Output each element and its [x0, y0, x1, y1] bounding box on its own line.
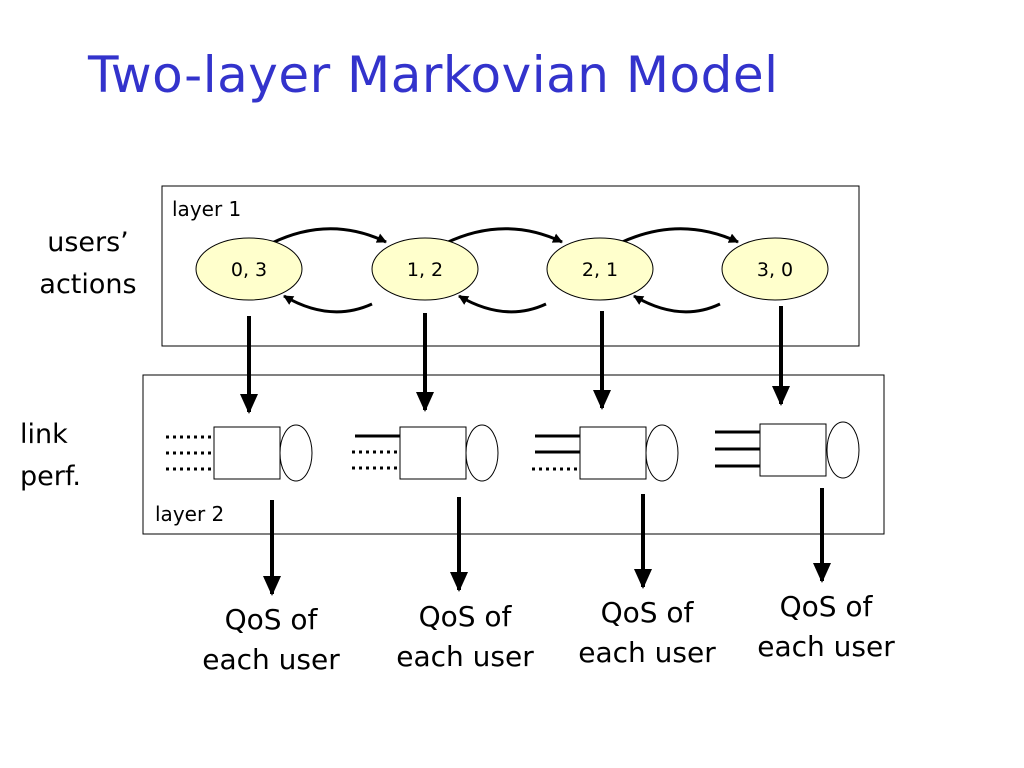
qos-output-line-1: QoS of [779, 590, 873, 623]
transition-arc-2-3 [619, 227, 739, 245]
qos-output-line-2: each user [757, 630, 895, 663]
transition-arc-2-1 [458, 294, 547, 314]
qos-output-0: QoS of each user [186, 600, 356, 680]
layer1-box [161, 185, 860, 347]
qos-output-line-1: QoS of [224, 603, 318, 636]
state-node-3 [721, 237, 829, 301]
qos-output-line-2: each user [202, 643, 340, 676]
state-label-3: 3, 0 [757, 259, 793, 281]
state-label-1: 1, 2 [407, 259, 443, 281]
slide-title: Two-layer Markovian Model [88, 46, 779, 104]
users-actions-line-1: users’ [47, 227, 129, 258]
queue-2 [532, 424, 679, 482]
queue-3 [715, 421, 860, 479]
qos-output-line-1: QoS of [418, 600, 512, 633]
state-node-1 [371, 237, 479, 301]
layer1-label: layer 1 [172, 197, 242, 221]
layer2-label: layer 2 [155, 502, 225, 526]
transition-arc-0-1 [271, 227, 387, 245]
transition-arc-1-0 [283, 294, 373, 314]
qos-output-2: QoS of each user [562, 593, 732, 673]
queue-1 [352, 424, 499, 482]
queue-0 [166, 424, 313, 482]
link-perf-line-2: perf. [20, 461, 81, 492]
link-perf-label: link perf. [20, 414, 116, 498]
state-node-0 [195, 237, 303, 301]
qos-output-line-2: each user [396, 640, 534, 673]
transition-arc-3-2 [633, 294, 721, 314]
state-label-0: 0, 3 [231, 259, 267, 281]
qos-output-line-1: QoS of [600, 596, 694, 629]
link-perf-line-1: link [20, 419, 68, 450]
users-actions-line-2: actions [39, 269, 137, 300]
users-actions-label: users’ actions [26, 222, 150, 306]
state-label-2: 2, 1 [582, 259, 618, 281]
layer2-box [142, 374, 885, 535]
transition-arc-1-2 [445, 227, 563, 245]
state-node-2 [546, 237, 654, 301]
qos-output-3: QoS of each user [741, 587, 911, 667]
qos-output-1: QoS of each user [380, 597, 550, 677]
qos-output-line-2: each user [578, 636, 716, 669]
